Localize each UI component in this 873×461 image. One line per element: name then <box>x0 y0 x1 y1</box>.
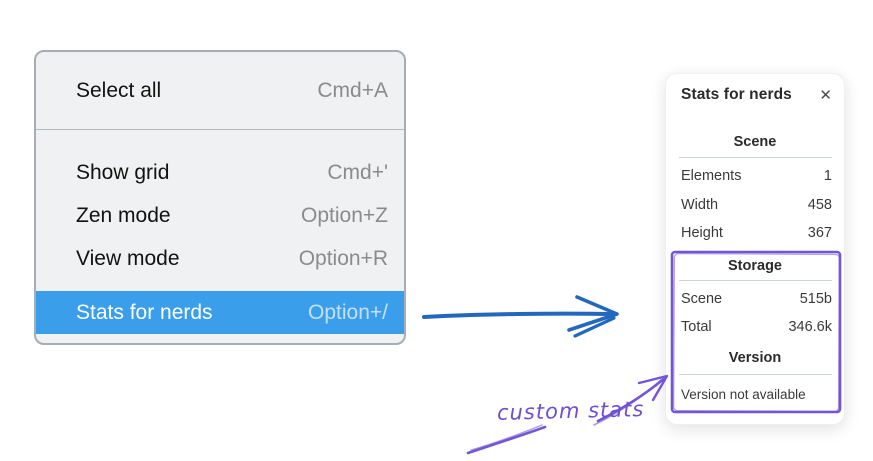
menu-item-stats-for-nerds[interactable]: Stats for nerds Option+/ <box>36 291 404 334</box>
menu-item-label: Select all <box>76 79 162 102</box>
version-note: Version not available <box>681 387 806 402</box>
section-heading-version: Version <box>728 350 782 366</box>
stats-panel-title: Stats for nerds <box>681 86 792 103</box>
menu-item-label: View mode <box>76 246 180 270</box>
custom-stats-annotation: custom stats <box>496 397 645 425</box>
menu-separator <box>36 129 404 130</box>
section-divider <box>679 157 832 158</box>
stat-label: Width <box>681 197 719 213</box>
context-menu: Select all Cmd+A Show grid Cmd+' Zen mod… <box>34 50 406 345</box>
menu-item-shortcut: Cmd+A <box>317 79 388 102</box>
stat-value: 346.6k <box>788 319 832 335</box>
menu-item-zen-mode[interactable]: Zen mode Option+Z <box>36 194 404 237</box>
menu-item-view-mode[interactable]: View mode Option+R <box>36 237 404 280</box>
stat-row-total-storage: Total 346.6k <box>681 319 832 335</box>
menu-item-label: Zen mode <box>76 203 171 227</box>
stat-row-width: Width 458 <box>681 197 832 213</box>
stat-value: 515b <box>799 291 832 307</box>
section-divider <box>679 374 832 375</box>
stat-value: 367 <box>807 225 832 241</box>
stat-value: 458 <box>807 197 832 213</box>
stat-value: 1 <box>823 168 832 184</box>
menu-item-select-all[interactable]: Select all Cmd+A <box>36 66 404 116</box>
menu-item-shortcut: Cmd+' <box>327 160 388 184</box>
menu-item-shortcut: Option+R <box>298 246 388 270</box>
menu-item-shortcut: Option+/ <box>308 300 388 324</box>
stat-row-scene-storage: Scene 515b <box>681 291 832 307</box>
stat-label: Elements <box>681 168 742 184</box>
blue-arrow <box>422 295 619 338</box>
stat-label: Height <box>681 225 723 241</box>
stats-panel: Stats for nerds ✕ Scene Elements 1 Width… <box>665 73 845 425</box>
menu-item-shortcut: Option+Z <box>301 203 388 227</box>
close-icon[interactable]: ✕ <box>819 85 832 104</box>
stat-row-height: Height 367 <box>681 225 832 241</box>
stat-label: Scene <box>681 291 723 307</box>
stat-label: Total <box>681 319 712 335</box>
section-divider <box>679 280 832 281</box>
menu-item-label: Stats for nerds <box>76 300 213 324</box>
menu-item-label: Show grid <box>76 160 170 184</box>
stat-row-elements: Elements 1 <box>681 168 832 184</box>
section-heading-storage: Storage <box>728 258 782 274</box>
menu-item-show-grid[interactable]: Show grid Cmd+' <box>36 151 404 194</box>
section-heading-scene: Scene <box>733 134 777 150</box>
